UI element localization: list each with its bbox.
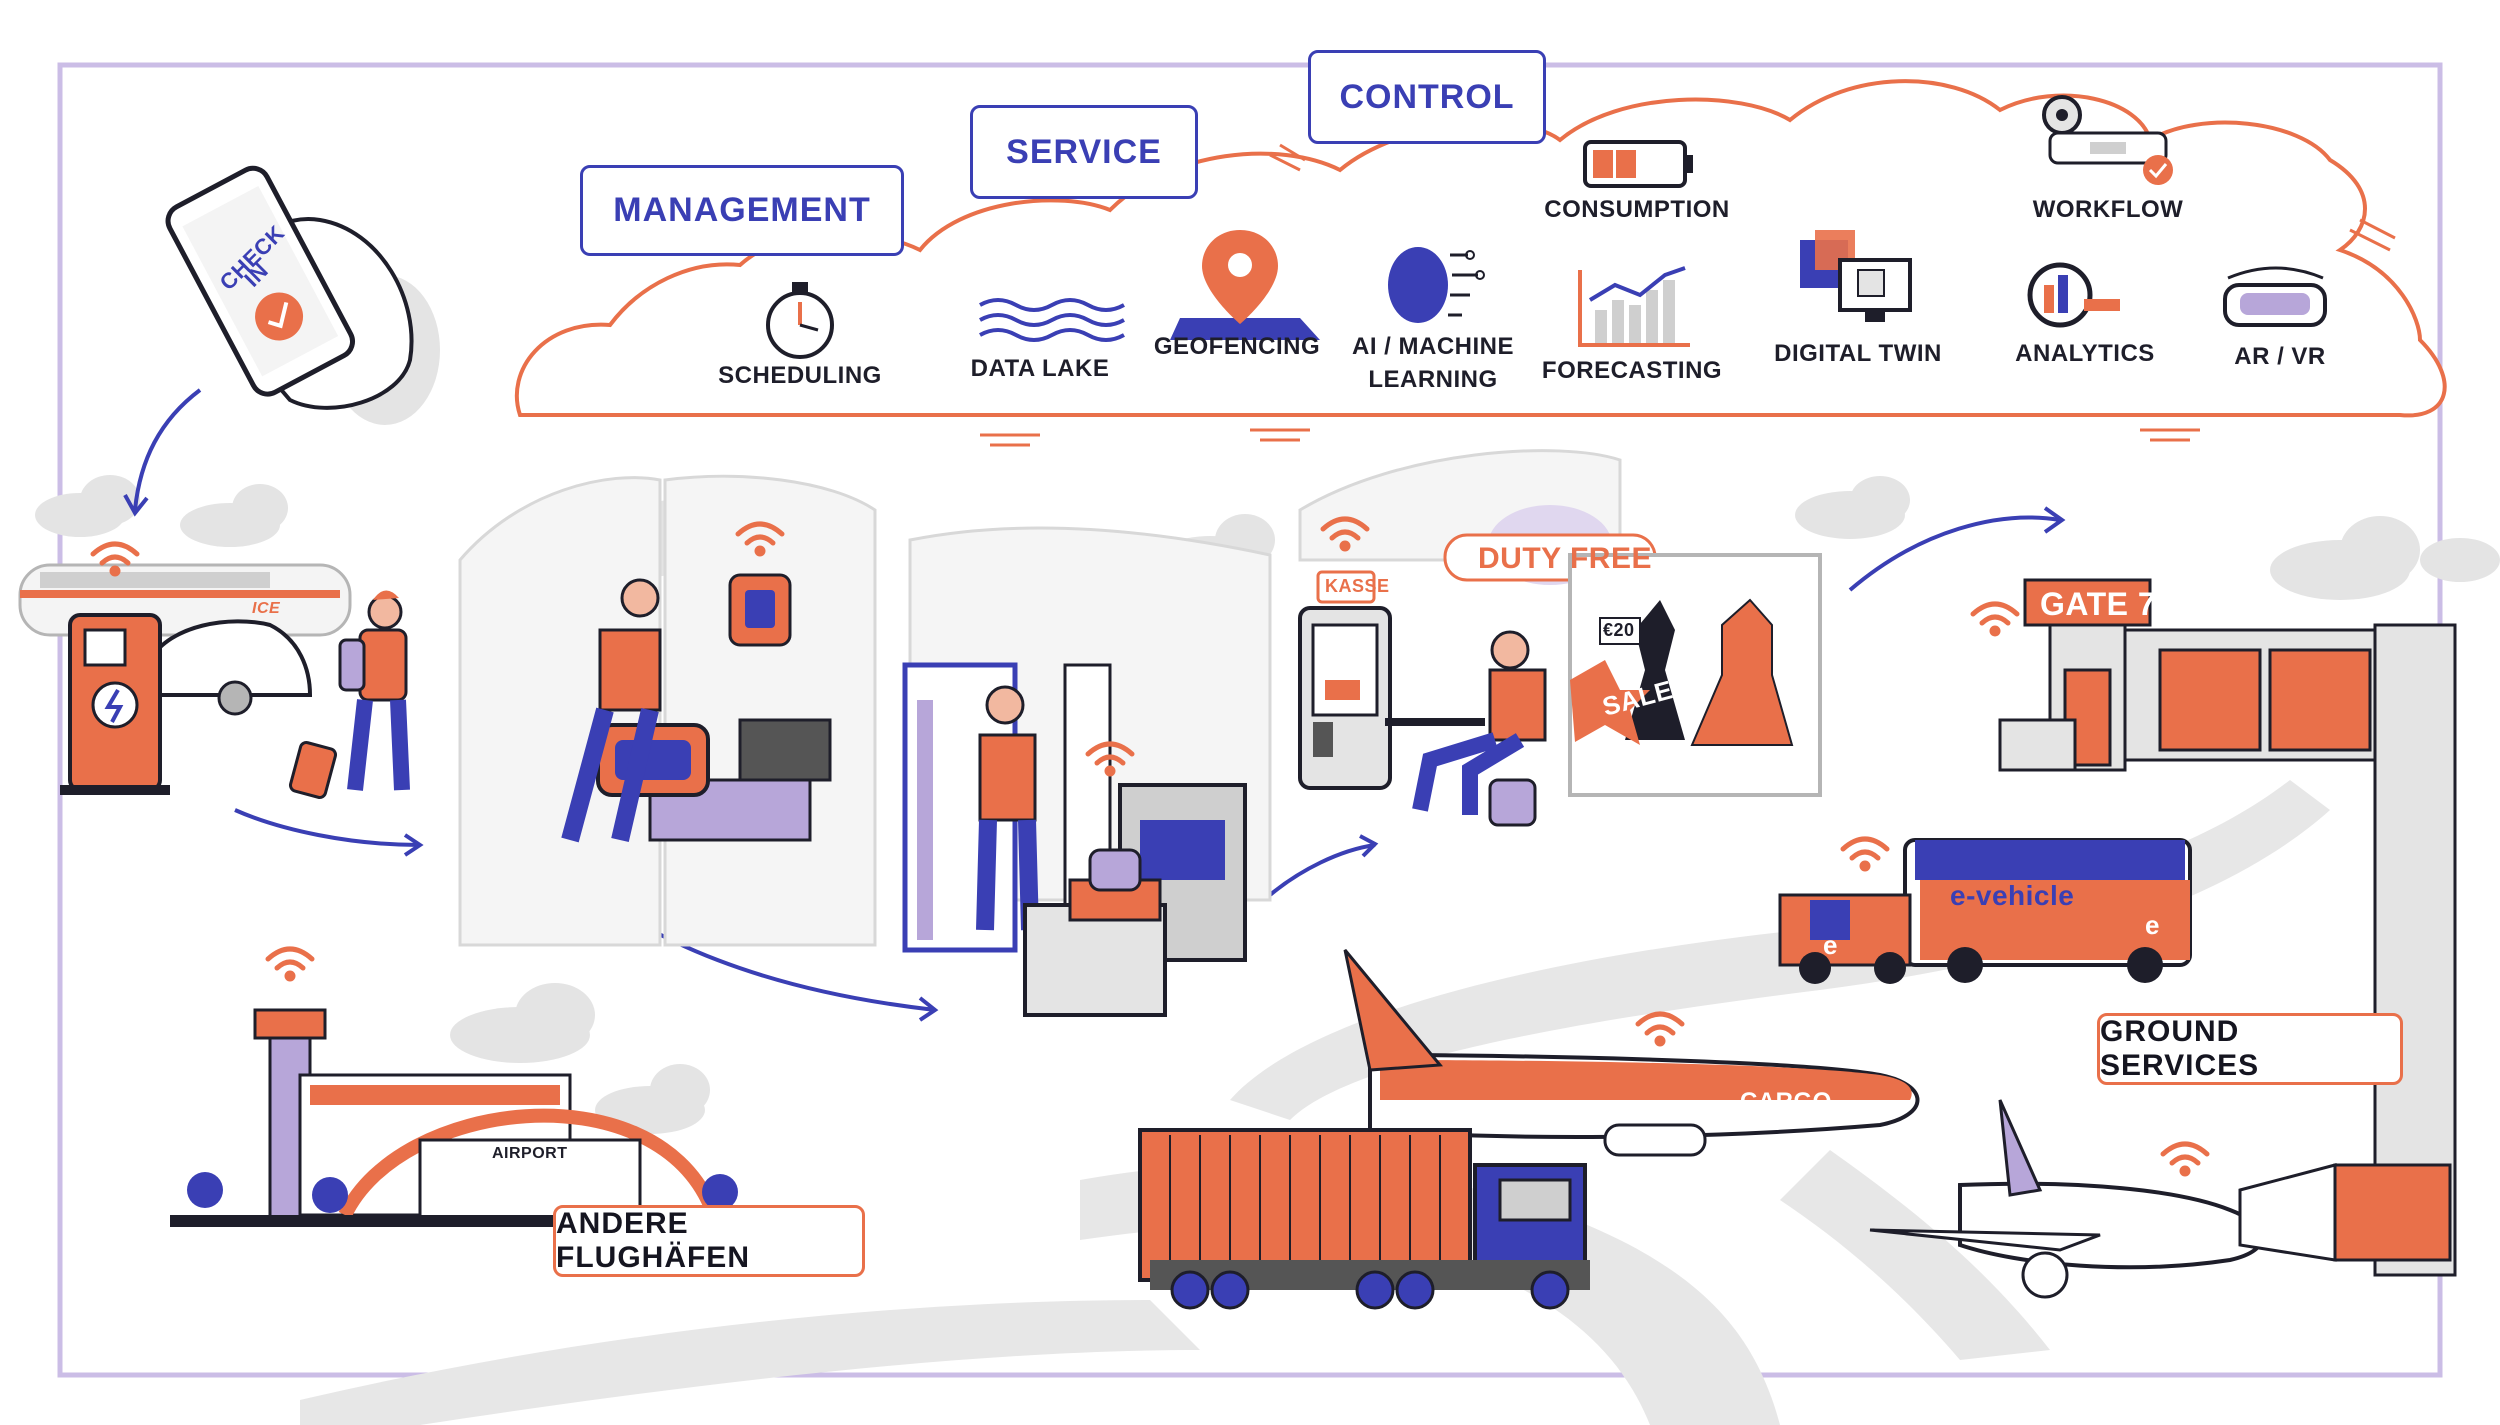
management-tab: MANAGEMENT [580, 165, 904, 256]
gear-toggle-icon [2042, 95, 2173, 185]
ai-ml-label-line1: AI / MACHINE [1352, 333, 1514, 360]
kiosk-label: KASSE [1325, 576, 1390, 596]
service-tab: SERVICE [970, 105, 1198, 199]
waves-icon [979, 298, 1125, 342]
airport-sign: AIRPORT [492, 1145, 568, 1162]
e-vehicle-label: e-vehicle [1950, 880, 2075, 911]
consumption-label: CONSUMPTION [1544, 196, 1730, 223]
baggage-drop-illustration [561, 573, 832, 843]
phone-hand-illustration [165, 165, 440, 425]
forecasting-label: FORECASTING [1541, 357, 1723, 384]
ar-vr-label: AR / VR [2234, 343, 2326, 370]
cargo-label: CARGO [1740, 1088, 1832, 1115]
passenger-plane-illustration [1869, 1099, 2337, 1299]
scheduling-label: SCHEDULING [718, 362, 882, 389]
map-pin-icon [1170, 230, 1320, 340]
stopwatch-icon [766, 282, 834, 359]
wifi-icons [90, 516, 2210, 1177]
trend-chart-icon [1578, 266, 1690, 347]
gate-illustration [1998, 578, 2457, 1277]
workflow-label: WORKFLOW [2032, 196, 2184, 223]
e-badge-bus: e [2145, 910, 2160, 940]
digital-twin-label: DIGITAL TWIN [1774, 340, 1942, 367]
vr-goggles-icon [2223, 266, 2327, 327]
battery-icon [1583, 140, 1693, 188]
control-tab: CONTROL [1308, 50, 1546, 144]
e-vehicle-illustration [1778, 838, 2192, 984]
cloud-hatching [980, 143, 2396, 447]
charging-station [60, 613, 170, 795]
traveler-rolling-suitcase [288, 590, 410, 799]
ai-ml-label-line2: LEARNING [1368, 366, 1498, 393]
duty-free-illustration [1385, 505, 1822, 827]
duty-free-label: DUTY FREE [1478, 542, 1652, 575]
ground-services-box: GROUND SERVICES [2097, 1013, 2403, 1085]
cargo-plane-illustration [1343, 949, 1920, 1157]
cube-monitor-icon [1800, 230, 1912, 322]
geofencing-label: GEOFENCING [1153, 333, 1321, 360]
analytics-label: ANALYTICS [2015, 340, 2155, 367]
car-illustration [148, 619, 313, 716]
data-lake-label: DATA LAKE [970, 355, 1110, 382]
train-label: ICE [252, 600, 281, 617]
kiosk-illustration [1298, 570, 1392, 790]
brain-circuit-icon [1388, 247, 1485, 323]
security-check-illustration [902, 662, 1247, 1017]
price-tag: €20 [1603, 620, 1635, 640]
airport-terminal-illustration [170, 1008, 740, 1227]
cargo-truck-illustration [1138, 1128, 1590, 1310]
other-airports-box: ANDERE FLUGHÄFEN [553, 1205, 865, 1277]
gate-sign: GATE 7 [2040, 586, 2157, 622]
e-badge-car: e [1823, 930, 1838, 960]
magnifier-chart-icon [2027, 262, 2120, 328]
